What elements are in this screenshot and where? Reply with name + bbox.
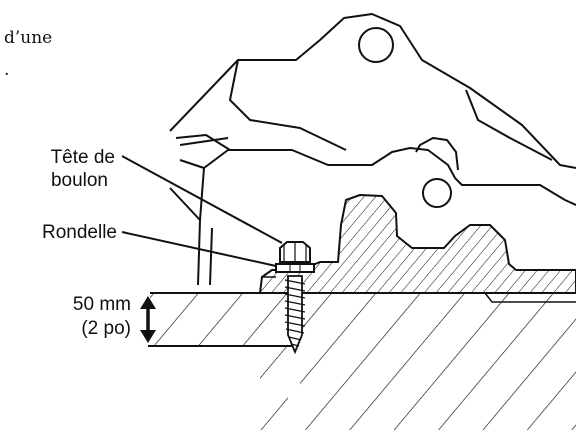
depth-value-label: 50 mm xyxy=(73,294,131,315)
washer-leader xyxy=(121,231,277,267)
bolt-icon xyxy=(279,241,311,355)
lower-pivot-hole xyxy=(422,178,452,208)
bolt-head-label-line-2: boulon xyxy=(51,170,108,191)
depth-imperial-label: (2 po) xyxy=(81,318,131,339)
cut-off-text-line-2: . xyxy=(4,60,10,80)
ground-slab xyxy=(148,292,576,430)
bolt-head-label-line-1: Tête de xyxy=(51,147,115,168)
machine-housing xyxy=(169,13,576,286)
washer-label: Rondelle xyxy=(42,222,117,243)
machine-base xyxy=(259,194,576,294)
upper-pivot-hole xyxy=(358,27,394,63)
bolt-head-leader xyxy=(121,155,283,244)
washer-icon xyxy=(275,263,315,273)
cut-off-text-line-1: d’une xyxy=(4,28,53,48)
depth-arrow-icon xyxy=(140,296,156,343)
